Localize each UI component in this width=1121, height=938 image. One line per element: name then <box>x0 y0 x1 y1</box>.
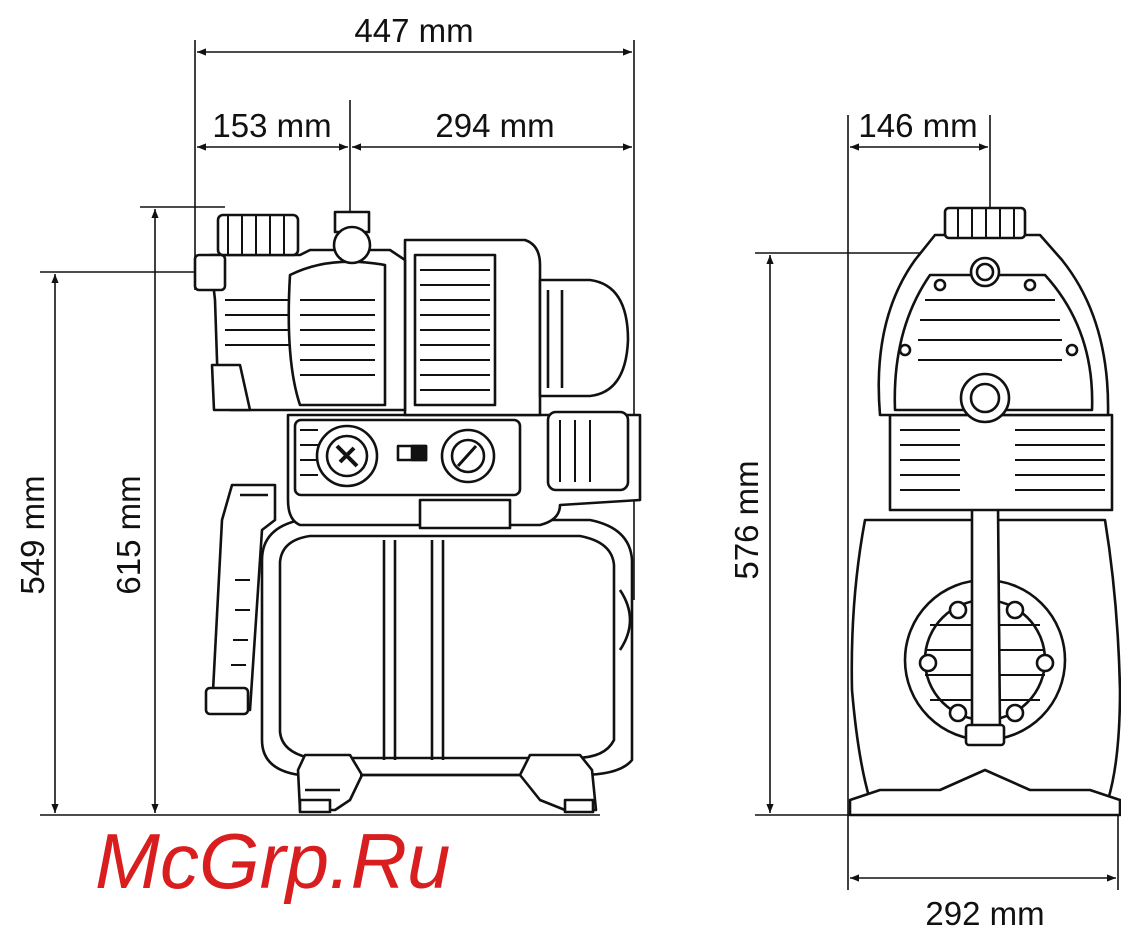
pump-side-view <box>848 206 1121 817</box>
dim-inlet-offset: 153 mm <box>212 107 331 144</box>
dim-outlet-to-back: 294 mm <box>435 107 554 144</box>
dim-height-inlet: 549 mm <box>14 475 51 594</box>
dimension-lines <box>40 40 1119 890</box>
dim-base-width: 292 mm <box>925 895 1044 932</box>
dim-overall-width: 447 mm <box>354 12 473 49</box>
pump-front-view <box>193 210 642 814</box>
dim-depth-offset: 146 mm <box>858 107 977 144</box>
watermark-text: McGrp.Ru <box>95 817 450 905</box>
dim-height-total: 615 mm <box>110 475 147 594</box>
dim-height-side: 576 mm <box>728 460 765 579</box>
